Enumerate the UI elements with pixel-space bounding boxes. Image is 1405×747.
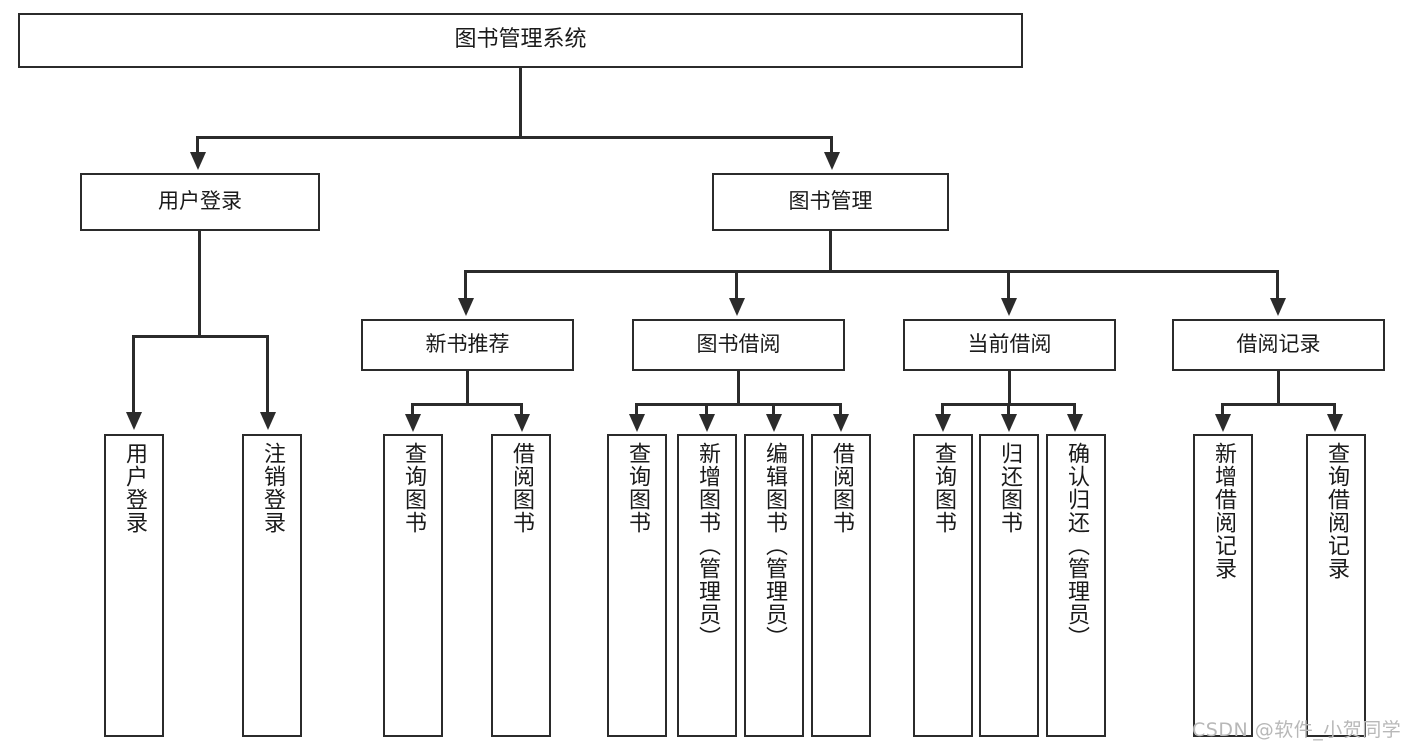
arrowhead-newbook-to-leaf1: [405, 414, 421, 432]
arrowhead-borrow-to-leaf2: [699, 414, 715, 432]
node-label: 图书管理系统: [454, 27, 587, 53]
connector-borrow-stem: [737, 371, 740, 405]
node-label: 确认归还（管理员）: [1064, 442, 1089, 649]
connector-bookmgmt-to-newbook: [464, 270, 467, 302]
connector-current-to-leaf1: [941, 403, 944, 417]
connector-root-to-login: [196, 136, 199, 156]
arrowhead-newbook-to-leaf2: [514, 414, 530, 432]
node-book-borrow[interactable]: 图书借阅: [632, 319, 845, 371]
node-label: 图书管理: [788, 189, 873, 214]
connector-record-bar: [1221, 403, 1336, 406]
leaf-current-borrow-confirm-return[interactable]: 确认归还（管理员）: [1046, 434, 1106, 737]
connector-login-to-leaf1: [132, 335, 135, 415]
node-current-borrow[interactable]: 当前借阅: [903, 319, 1116, 371]
node-label: 当前借阅: [967, 332, 1052, 357]
leaf-user-login-login[interactable]: 用户登录: [104, 434, 164, 737]
connector-newbook-to-leaf2: [520, 403, 523, 417]
node-label: 借阅记录: [1236, 332, 1321, 357]
node-new-book-recommend[interactable]: 新书推荐: [361, 319, 574, 371]
node-label: 注销登录: [260, 442, 285, 534]
connector-current-to-leaf3: [1073, 403, 1076, 417]
connector-borrow-to-leaf1: [635, 403, 638, 417]
connector-bookmgmt-stem: [829, 231, 832, 272]
arrowhead-record-to-leaf2: [1327, 414, 1343, 432]
arrowhead-root-to-bookmgmt: [824, 152, 840, 170]
arrowhead-bookmgmt-to-newbook: [458, 298, 474, 316]
arrowhead-borrow-to-leaf4: [833, 414, 849, 432]
connector-bookmgmt-bar: [464, 270, 1279, 273]
connector-record-to-leaf2: [1333, 403, 1336, 417]
node-label: 借阅图书: [829, 442, 854, 534]
node-label: 图书借阅: [696, 332, 781, 357]
node-user-login[interactable]: 用户登录: [80, 173, 320, 231]
connector-borrow-bar: [635, 403, 842, 406]
connector-current-stem: [1008, 371, 1011, 405]
node-label: 用户登录: [158, 189, 242, 214]
connector-root-bar: [196, 136, 833, 139]
arrowhead-bookmgmt-to-current: [1001, 298, 1017, 316]
node-root-system[interactable]: 图书管理系统: [18, 13, 1023, 68]
connector-borrow-to-leaf4: [839, 403, 842, 417]
node-label: 归还图书: [997, 442, 1022, 534]
leaf-book-borrow-query[interactable]: 查询图书: [607, 434, 667, 737]
node-label: 查询借阅记录: [1324, 442, 1349, 580]
leaf-borrow-record-add[interactable]: 新增借阅记录: [1193, 434, 1253, 737]
connector-borrow-to-leaf3: [772, 403, 775, 417]
arrowhead-bookmgmt-to-record: [1270, 298, 1286, 316]
node-label: 查询图书: [401, 442, 426, 534]
leaf-new-book-query[interactable]: 查询图书: [383, 434, 443, 737]
arrowhead-bookmgmt-to-borrow: [729, 298, 745, 316]
connector-bookmgmt-to-record: [1276, 270, 1279, 302]
connector-record-stem: [1277, 371, 1280, 405]
connector-borrow-to-leaf2: [705, 403, 708, 417]
connector-newbook-to-leaf1: [411, 403, 414, 417]
leaf-book-borrow-edit[interactable]: 编辑图书（管理员）: [744, 434, 804, 737]
arrowhead-root-to-login: [190, 152, 206, 170]
connector-root-to-bookmgmt: [830, 136, 833, 156]
leaf-user-login-logout[interactable]: 注销登录: [242, 434, 302, 737]
leaf-current-borrow-query[interactable]: 查询图书: [913, 434, 973, 737]
node-label: 新增图书（管理员）: [695, 442, 720, 649]
arrowhead-current-to-leaf2: [1001, 414, 1017, 432]
node-label: 借阅图书: [509, 442, 534, 534]
arrowhead-borrow-to-leaf3: [766, 414, 782, 432]
leaf-new-book-borrow[interactable]: 借阅图书: [491, 434, 551, 737]
leaf-current-borrow-return[interactable]: 归还图书: [979, 434, 1039, 737]
leaf-borrow-record-query[interactable]: 查询借阅记录: [1306, 434, 1366, 737]
node-label: 查询图书: [931, 442, 956, 534]
connector-root-stem: [519, 68, 522, 138]
node-borrow-record[interactable]: 借阅记录: [1172, 319, 1385, 371]
connector-login-stem: [198, 231, 201, 337]
arrowhead-record-to-leaf1: [1215, 414, 1231, 432]
node-label: 新书推荐: [425, 332, 510, 357]
connector-record-to-leaf1: [1221, 403, 1224, 417]
node-label: 新增借阅记录: [1211, 442, 1236, 580]
arrowhead-current-to-leaf3: [1067, 414, 1083, 432]
connector-login-to-leaf2: [266, 335, 269, 415]
node-label: 编辑图书（管理员）: [762, 442, 787, 649]
node-label: 用户登录: [122, 442, 147, 534]
leaf-book-borrow-add[interactable]: 新增图书（管理员）: [677, 434, 737, 737]
connector-newbook-stem: [466, 371, 469, 405]
connector-current-to-leaf2: [1007, 403, 1010, 417]
arrowhead-login-to-leaf2: [260, 412, 276, 430]
connector-newbook-bar: [411, 403, 523, 406]
connector-bookmgmt-to-current: [1007, 270, 1010, 302]
arrowhead-login-to-leaf1: [126, 412, 142, 430]
connector-bookmgmt-to-borrow: [735, 270, 738, 302]
node-label: 查询图书: [625, 442, 650, 534]
leaf-book-borrow-borrow[interactable]: 借阅图书: [811, 434, 871, 737]
arrowhead-current-to-leaf1: [935, 414, 951, 432]
node-book-management[interactable]: 图书管理: [712, 173, 949, 231]
arrowhead-borrow-to-leaf1: [629, 414, 645, 432]
connector-login-bar: [132, 335, 269, 338]
